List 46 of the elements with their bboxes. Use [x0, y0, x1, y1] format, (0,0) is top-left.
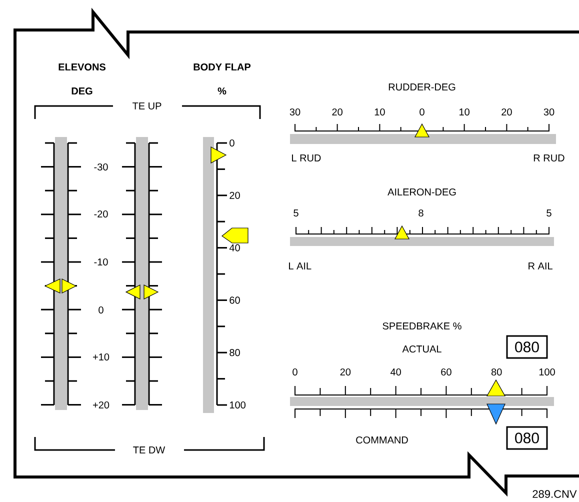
- scale-title: ACTUAL: [402, 345, 442, 353]
- tick-label: 20: [340, 368, 351, 376]
- tick-label: 30: [544, 108, 554, 116]
- tick-label: 60: [441, 368, 452, 376]
- readout-box: 080: [506, 335, 548, 359]
- tick-label: -10: [94, 258, 108, 266]
- scale-end-label: R RUD: [534, 154, 564, 162]
- tick-label: 10: [374, 108, 385, 116]
- tick-label: 40: [390, 368, 401, 376]
- tick-label: 10: [460, 108, 470, 116]
- heading: ELEVONS: [58, 63, 106, 71]
- readout-box: 080: [506, 426, 548, 450]
- figure-number: 289.CNV: [532, 490, 577, 498]
- tick-label: 0: [230, 139, 234, 147]
- heading: %: [218, 87, 226, 94]
- tick-label: 100: [539, 368, 555, 376]
- tick-label: +10: [93, 353, 110, 361]
- scale-title: SPEEDBRAKE %: [382, 322, 462, 330]
- bracket-label: TE DW: [132, 446, 166, 454]
- tick-label: 20: [230, 192, 240, 199]
- tick-label: 100: [230, 401, 246, 409]
- tick-label: 0: [420, 108, 424, 116]
- tick-label: 5: [294, 210, 298, 216]
- scale-title: AILERON-DEG: [388, 188, 456, 196]
- scale-end-label: L AIL: [289, 262, 312, 270]
- scale-title: RUDDER-DEG: [388, 83, 456, 91]
- tick-label: -20: [94, 210, 108, 218]
- scale-title: COMMAND: [356, 436, 408, 444]
- tick-label: 5: [546, 210, 552, 216]
- scale-end-label: R AIL: [528, 262, 552, 270]
- tick-label: +20: [93, 401, 110, 409]
- tick-label: 40: [229, 244, 240, 252]
- heading: BODY FLAP: [194, 63, 251, 71]
- tick-label: 8: [418, 209, 424, 217]
- tick-label: 0: [292, 368, 298, 376]
- tick-label: 0: [98, 306, 104, 314]
- tick-label: 80: [491, 368, 502, 376]
- heading: DEG: [72, 87, 92, 95]
- tick-label: 30: [290, 108, 300, 116]
- tick-label: -30: [94, 163, 108, 171]
- tick-label: 20: [502, 108, 512, 116]
- tick-label: 20: [332, 108, 342, 116]
- tick-label: 80: [230, 349, 240, 356]
- bracket-label: TE UP: [131, 102, 163, 110]
- tick-label: 60: [230, 296, 240, 304]
- scale-end-label: L RUD: [292, 154, 321, 162]
